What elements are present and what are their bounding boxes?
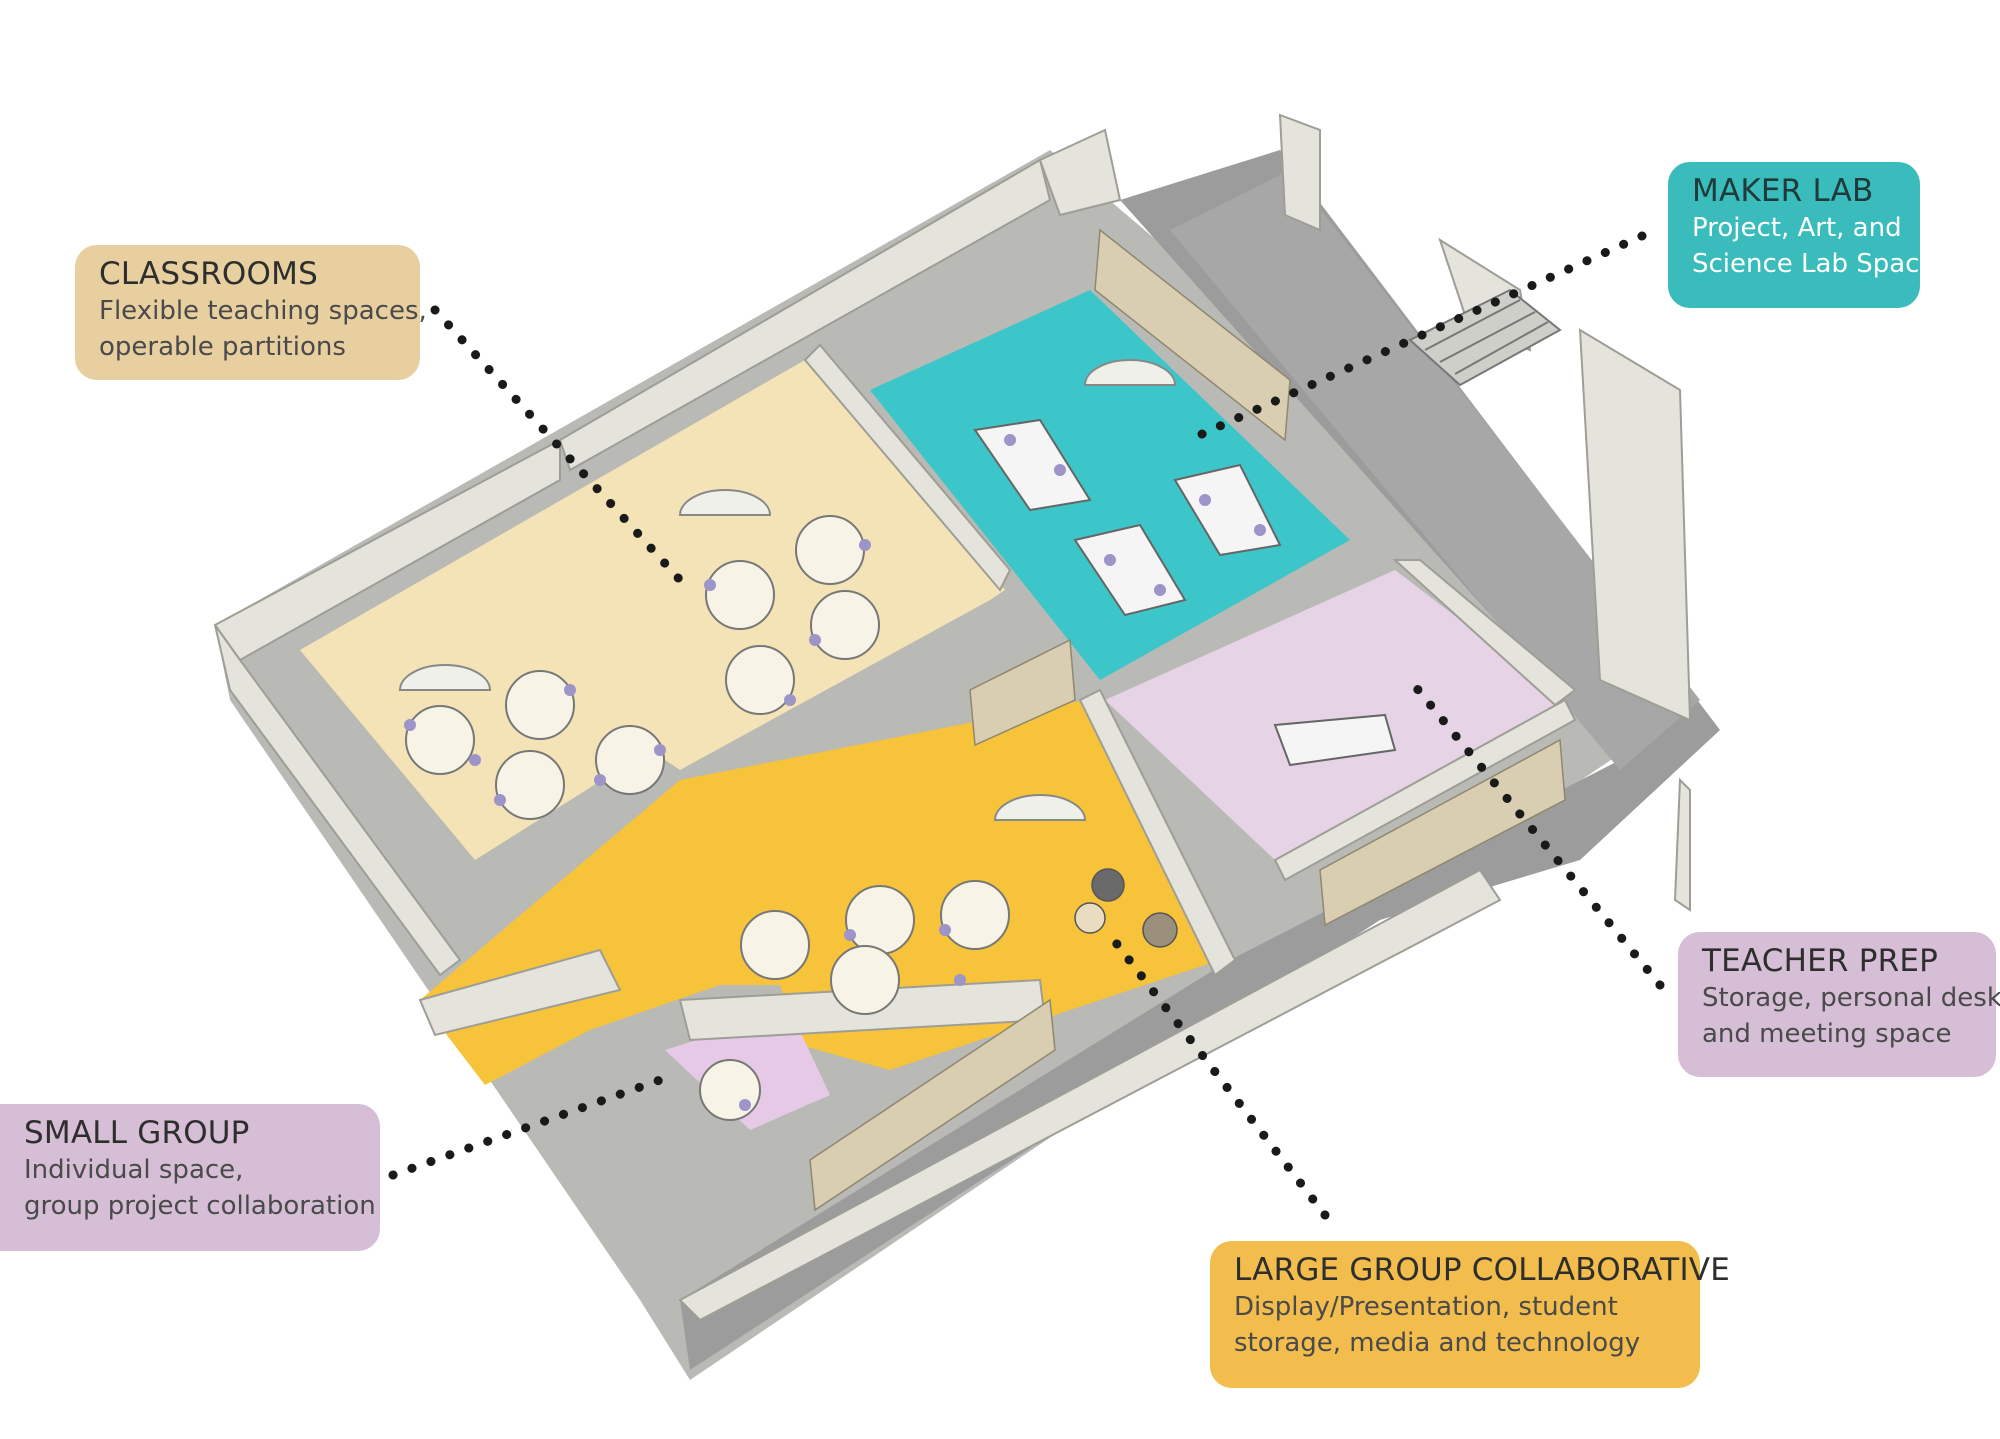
maker-lab-callout: MAKER LAB Project, Art, and Science Lab … bbox=[1668, 162, 1936, 308]
small-group-callout: SMALL GROUP Individual space, group proj… bbox=[0, 1104, 380, 1251]
soft-seating bbox=[1074, 868, 1178, 948]
maker-lab-floor bbox=[870, 290, 1350, 680]
teacher-prep-desc-2: and meeting space bbox=[1702, 1019, 1952, 1049]
corridor-floor-right bbox=[1170, 170, 1700, 770]
small-group-desc-1: Individual space, bbox=[24, 1155, 244, 1185]
half-round-tables bbox=[398, 359, 1177, 821]
large-group-desc-1: Display/Presentation, student bbox=[1234, 1292, 1618, 1322]
teacher-prep-desc-1: Storage, personal desks bbox=[1702, 983, 2000, 1013]
teacher-prep-title: TEACHER PREP bbox=[1702, 943, 1939, 979]
maker-lab-title: MAKER LAB bbox=[1692, 173, 1874, 209]
large-group-title: LARGE GROUP COLLABORATIVE bbox=[1234, 1252, 1730, 1288]
large-group-callout: LARGE GROUP COLLABORATIVE Display/Presen… bbox=[1210, 1241, 1730, 1388]
classrooms-desc-1: Flexible teaching spaces, bbox=[99, 296, 427, 326]
teacher-prep-floor bbox=[1105, 570, 1565, 860]
classrooms-desc-2: operable partitions bbox=[99, 332, 346, 362]
walls bbox=[213, 113, 1692, 1322]
leader-lines bbox=[388, 231, 1665, 1220]
small-group-title: SMALL GROUP bbox=[24, 1115, 250, 1151]
small-group-desc-2: group project collaboration bbox=[24, 1191, 376, 1221]
maker-lab-desc-2: Science Lab Space bbox=[1692, 249, 1936, 279]
maker-lab-desc-1: Project, Art, and bbox=[1692, 213, 1902, 243]
classrooms-title: CLASSROOMS bbox=[99, 256, 318, 292]
lockers bbox=[809, 228, 1566, 1212]
teacher-prep-callout: TEACHER PREP Storage, personal desks and… bbox=[1678, 932, 2000, 1077]
student-tables bbox=[405, 515, 1010, 1121]
classrooms-callout: CLASSROOMS Flexible teaching spaces, ope… bbox=[75, 245, 427, 380]
classrooms-floor bbox=[300, 360, 1005, 860]
chairs bbox=[404, 434, 1266, 1111]
large-group-desc-2: storage, media and technology bbox=[1234, 1328, 1641, 1358]
